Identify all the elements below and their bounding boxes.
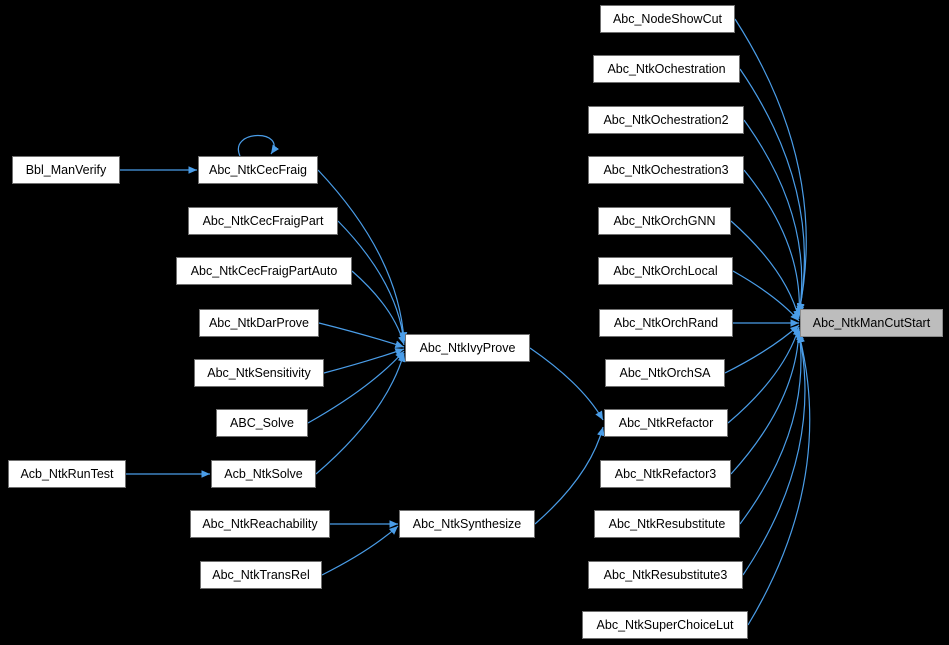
node-Acb_NtkSolve[interactable]: Acb_NtkSolve: [211, 460, 316, 488]
edge-Abc_NtkSensitivity-to-Abc_NtkIvyProve: [323, 348, 405, 374]
edge-Abc_NtkCecFraigPartAuto-to-Abc_NtkIvyProve: [351, 270, 406, 346]
edge-Acb_NtkSolve-to-Abc_NtkIvyProve: [315, 352, 406, 475]
edge-Abc_NtkSuperChoiceLut-to-Abc_NtkManCutStart: [747, 333, 811, 626]
node-Abc_NtkSynthesize[interactable]: Abc_NtkSynthesize: [399, 510, 535, 538]
node-Abc_NtkOrchGNN[interactable]: Abc_NtkOrchGNN: [598, 207, 731, 235]
node-Abc_NtkResubstitute[interactable]: Abc_NtkResubstitute: [594, 510, 740, 538]
node-Abc_NtkResubstitute3[interactable]: Abc_NtkResubstitute3: [588, 561, 743, 589]
node-Abc_NtkSensitivity[interactable]: Abc_NtkSensitivity: [194, 359, 324, 387]
node-Abc_NtkCecFraig[interactable]: Abc_NtkCecFraig: [198, 156, 318, 184]
node-Abc_NtkRefactor[interactable]: Abc_NtkRefactor: [604, 409, 728, 437]
edge-Abc_NtkOrchSA-to-Abc_NtkManCutStart: [724, 324, 800, 374]
node-Abc_NtkTransRel[interactable]: Abc_NtkTransRel: [200, 561, 322, 589]
node-Abc_NtkManCutStart: Abc_NtkManCutStart: [800, 309, 943, 337]
node-Abc_NtkDarProve[interactable]: Abc_NtkDarProve: [199, 309, 319, 337]
edge-Abc_NtkOchestration3-to-Abc_NtkManCutStart: [743, 169, 804, 317]
node-Abc_NtkOchestration[interactable]: Abc_NtkOchestration: [593, 55, 740, 83]
edge-Abc_NtkOchestration2-to-Abc_NtkManCutStart: [743, 119, 805, 315]
node-Abc_NtkOchestration3[interactable]: Abc_NtkOchestration3: [588, 156, 744, 184]
node-Abc_NtkOchestration2[interactable]: Abc_NtkOchestration2: [588, 106, 744, 134]
node-Abc_NtkOrchSA[interactable]: Abc_NtkOrchSA: [605, 359, 725, 387]
edge-Abc_NtkOchestration-to-Abc_NtkManCutStart: [739, 68, 806, 313]
edge-Abc_NtkOrchGNN-to-Abc_NtkManCutStart: [730, 220, 801, 320]
edge-Abc_NtkSynthesize-to-Abc_NtkRefactor: [534, 426, 605, 525]
edge-Abc_NtkResubstitute3-to-Abc_NtkManCutStart: [742, 332, 806, 576]
edge-Abc_NtkRefactor-to-Abc_NtkManCutStart: [727, 326, 801, 424]
edge-Abc_NtkTransRel-to-Abc_NtkSynthesize: [321, 525, 399, 576]
node-ABC_Solve[interactable]: ABC_Solve: [216, 409, 308, 437]
node-Abc_NodeShowCut[interactable]: Abc_NodeShowCut: [600, 5, 735, 33]
edge-Abc_NodeShowCut-to-Abc_NtkManCutStart: [734, 18, 807, 313]
node-Bbl_ManVerify[interactable]: Bbl_ManVerify: [12, 156, 120, 184]
node-Abc_NtkIvyProve[interactable]: Abc_NtkIvyProve: [405, 334, 530, 362]
node-Abc_NtkOrchRand[interactable]: Abc_NtkOrchRand: [599, 309, 733, 337]
node-Abc_NtkCecFraigPartAuto[interactable]: Abc_NtkCecFraigPartAuto: [176, 257, 352, 285]
node-Abc_NtkReachability[interactable]: Abc_NtkReachability: [190, 510, 330, 538]
edge-Abc_NtkCecFraig-to-Abc_NtkIvyProve: [317, 169, 408, 341]
node-Abc_NtkSuperChoiceLut[interactable]: Abc_NtkSuperChoiceLut: [582, 611, 748, 639]
edge-Abc_NtkIvyProve-to-Abc_NtkRefactor: [529, 347, 604, 421]
edge-Abc_NtkCecFraig-self: [237, 134, 280, 157]
edge-Abc_NtkRefactor3-to-Abc_NtkManCutStart: [730, 329, 803, 475]
node-Abc_NtkCecFraigPart[interactable]: Abc_NtkCecFraigPart: [188, 207, 338, 235]
edge-Abc_NtkResubstitute-to-Abc_NtkManCutStart: [739, 330, 804, 525]
node-Acb_NtkRunTest[interactable]: Acb_NtkRunTest: [8, 460, 126, 488]
edge-Abc_NtkOrchLocal-to-Abc_NtkManCutStart: [732, 270, 800, 322]
edge-Abc_NtkDarProve-to-Abc_NtkIvyProve: [318, 322, 405, 349]
node-Abc_NtkOrchLocal[interactable]: Abc_NtkOrchLocal: [598, 257, 733, 285]
node-Abc_NtkRefactor3[interactable]: Abc_NtkRefactor3: [600, 460, 731, 488]
